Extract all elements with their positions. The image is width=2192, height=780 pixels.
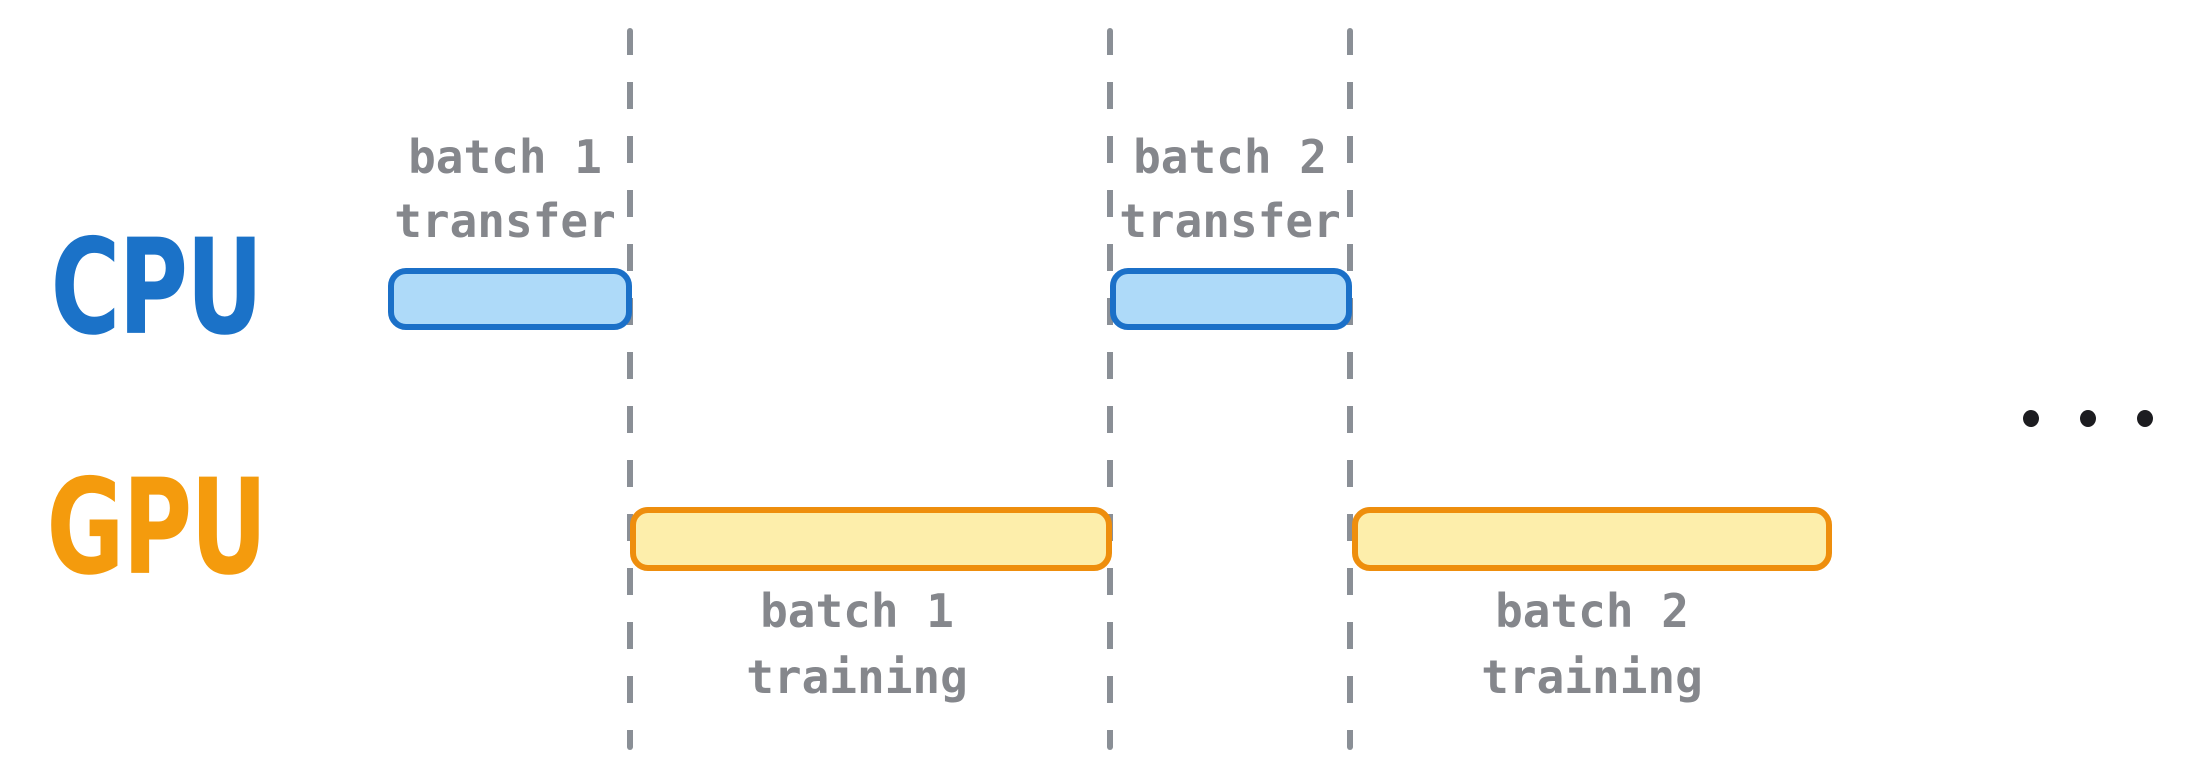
batch2-transfer-label-line2: transfer — [1119, 194, 1341, 248]
batch2-transfer-label: batch 2 transfer — [1080, 125, 1380, 253]
batch2-training-label-line1: batch 2 — [1495, 584, 1689, 638]
batch1-transfer-label: batch 1 transfer — [355, 125, 655, 253]
dashed-divider-3 — [1347, 28, 1353, 750]
row-label-cpu: CPU — [50, 210, 264, 365]
batch2-training-label-line2: training — [1481, 650, 1703, 704]
batch1-training-label-line2: training — [746, 650, 968, 704]
cpu-batch1-transfer-bar — [388, 268, 632, 330]
ellipsis — [2023, 410, 2153, 427]
gpu-batch1-training-bar — [630, 507, 1112, 571]
batch1-transfer-label-line1: batch 1 — [408, 130, 602, 184]
batch1-transfer-label-line2: transfer — [394, 194, 616, 248]
batch1-training-label-line1: batch 1 — [760, 584, 954, 638]
ellipsis-dot — [2080, 410, 2096, 427]
ellipsis-dot — [2023, 410, 2039, 427]
ellipsis-dot — [2137, 410, 2153, 427]
row-label-gpu: GPU — [46, 450, 267, 605]
cpu-batch2-transfer-bar — [1110, 268, 1352, 330]
batch2-training-label: batch 2 training — [1392, 578, 1792, 710]
dashed-divider-1 — [627, 28, 633, 750]
batch1-training-label: batch 1 training — [657, 578, 1057, 710]
batch2-transfer-label-line1: batch 2 — [1133, 130, 1327, 184]
dashed-divider-2 — [1107, 28, 1113, 750]
gpu-batch2-training-bar — [1352, 507, 1832, 571]
